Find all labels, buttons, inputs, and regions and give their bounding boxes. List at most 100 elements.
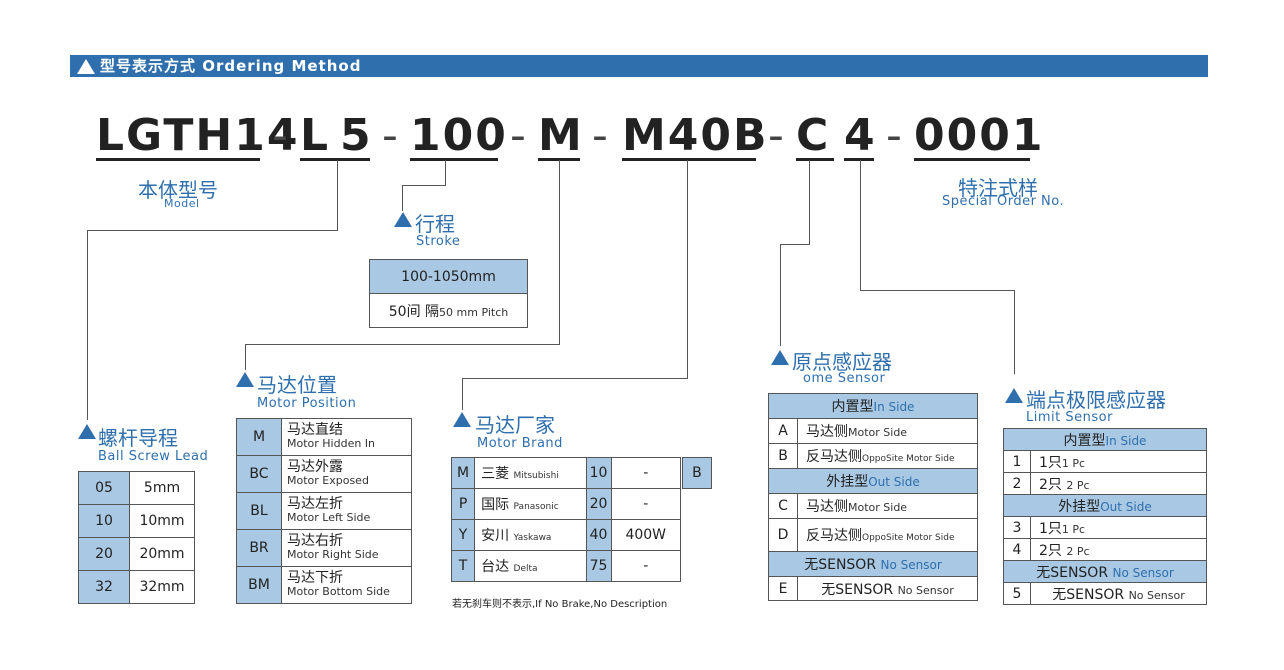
home-inside-en: In Side <box>873 400 915 414</box>
home-sensor-label-cn: 原点感应器 <box>792 350 892 374</box>
connector-line <box>87 230 88 420</box>
code-dash: - <box>272 110 290 161</box>
limit-sensor-cn: 1只 <box>1039 454 1062 471</box>
motor-position-cn: 马达直结 <box>287 422 343 438</box>
home-sensor-en: Motor Side <box>848 426 908 439</box>
code-lead-l: L <box>300 110 331 161</box>
motor-brand-cn: 国际 <box>481 497 510 513</box>
motor-brand-en: Mitsubishi <box>513 471 559 481</box>
home-none-cn: 无SENSOR <box>804 557 877 573</box>
code-dash: - <box>886 110 904 161</box>
motor-position-code: BC <box>236 455 282 493</box>
home-sensor-code: B <box>768 443 798 469</box>
motor-brand-num: 75 <box>585 550 612 582</box>
limit-outside-cn: 外挂型 <box>1058 498 1101 515</box>
home-sensor-code: C <box>768 493 798 519</box>
connector-line <box>337 160 338 230</box>
motor-position-code: M <box>236 418 282 456</box>
connector-line <box>860 290 1015 291</box>
limit-sensor-cn: 1只 <box>1039 520 1062 537</box>
connector-line <box>687 160 688 378</box>
motor-brand-power: - <box>610 550 681 582</box>
code-dash: - <box>382 110 400 161</box>
limit-none-cn: 无SENSOR <box>1036 564 1109 581</box>
motor-brand-power: 400W <box>610 519 681 551</box>
connector-line <box>245 344 560 345</box>
special-label-en: Special Order No. <box>942 194 1065 209</box>
motor-brand-cn: 安川 <box>481 528 510 544</box>
limit-sensor-label-en: Limit Sensor <box>1026 410 1113 425</box>
limit-sensor-cn: 2只 <box>1039 476 1062 493</box>
underline <box>300 158 370 161</box>
motor-brand-en: Panasonic <box>513 502 559 512</box>
motor-brand-cn: 台达 <box>481 559 510 575</box>
limit-sensor-code: 1 <box>1003 450 1031 473</box>
limit-sensor-en: 1 Pc <box>1061 522 1086 536</box>
motor-brand-cn: 三菱 <box>481 466 510 482</box>
connector-line <box>860 160 861 290</box>
model-label-en: Model <box>164 197 200 210</box>
lead-label-cn: 螺杆导程 <box>98 426 178 450</box>
triangle-icon <box>77 59 95 74</box>
connector-line <box>402 185 446 186</box>
triangle-icon <box>78 424 96 439</box>
motor-brand-label-cn: 马达厂家 <box>475 413 555 437</box>
motor-brand-code: Y <box>450 519 476 551</box>
limit-outside-header: 外挂型Out Side <box>1003 494 1207 517</box>
motor-position-cn: 马达外露 <box>287 459 343 475</box>
lead-value: 5mm <box>129 471 195 505</box>
motor-position-label-en: Motor Position <box>257 396 357 411</box>
code-model: LGTH14 <box>96 110 300 161</box>
stroke-pitch-cn: 50间 隔 <box>388 303 440 320</box>
motor-position-label-cn: 马达位置 <box>257 373 337 397</box>
limit-inside-header: 内置型In Side <box>1003 428 1207 451</box>
home-inside-cn: 内置型 <box>831 399 874 415</box>
section-header: 型号表示方式 Ordering Method <box>70 55 1208 77</box>
triangle-icon <box>771 350 789 365</box>
code-special: 0001 <box>914 110 1045 161</box>
motor-position-en: Motor Bottom Side <box>287 585 390 598</box>
motor-position-en: Motor Hidden In <box>287 437 376 450</box>
code-dash: - <box>592 110 610 161</box>
connector-line <box>87 230 338 231</box>
limit-none-en: No Sensor <box>1112 565 1174 580</box>
lead-code: 05 <box>78 471 130 505</box>
motor-brand-power: - <box>610 488 681 520</box>
motor-position-en: Motor Exposed <box>287 474 369 487</box>
stroke-label-en: Stroke <box>416 234 461 249</box>
connector-line <box>559 160 560 344</box>
motor-position-cn: 马达左折 <box>287 496 343 512</box>
lead-value: 32mm <box>129 570 195 604</box>
motor-position-cn: 马达右折 <box>287 533 343 549</box>
motor-position-code: BM <box>236 566 282 604</box>
motor-brand-en: Delta <box>513 564 538 574</box>
connector-line <box>809 160 810 244</box>
motor-position-en: Motor Left Side <box>287 511 371 524</box>
motor-brand-code: T <box>450 550 476 582</box>
home-sensor-cn: 马达侧 <box>806 499 848 515</box>
motor-brand-code: M <box>450 457 476 489</box>
limit-sensor-code: 4 <box>1003 538 1031 561</box>
code-dash: - <box>768 110 786 161</box>
lead-code: 10 <box>78 504 130 538</box>
underline <box>844 158 874 161</box>
underline <box>914 158 1030 161</box>
stroke-range: 100-1050mm <box>369 259 528 294</box>
special-label-cn: 特注式样 <box>958 176 1038 200</box>
underline <box>410 158 498 161</box>
motor-brand-table: M 三菱 Mitsubishi 10 - B P 国际 Panasonic 20… <box>450 457 713 582</box>
connector-line <box>445 160 446 185</box>
lead-code: 32 <box>78 570 130 604</box>
motor-position-cn: 马达下折 <box>287 570 343 586</box>
limit-sensor-code: 2 <box>1003 472 1031 495</box>
code-motor-brand: M40B <box>622 110 769 161</box>
home-sensor-code: E <box>768 576 798 601</box>
connector-line <box>780 244 781 346</box>
triangle-icon <box>236 372 254 387</box>
limit-sensor-en: 2 Pc <box>1066 544 1090 558</box>
triangle-icon <box>394 212 412 227</box>
motor-brand-label-en: Motor Brand <box>477 436 563 451</box>
